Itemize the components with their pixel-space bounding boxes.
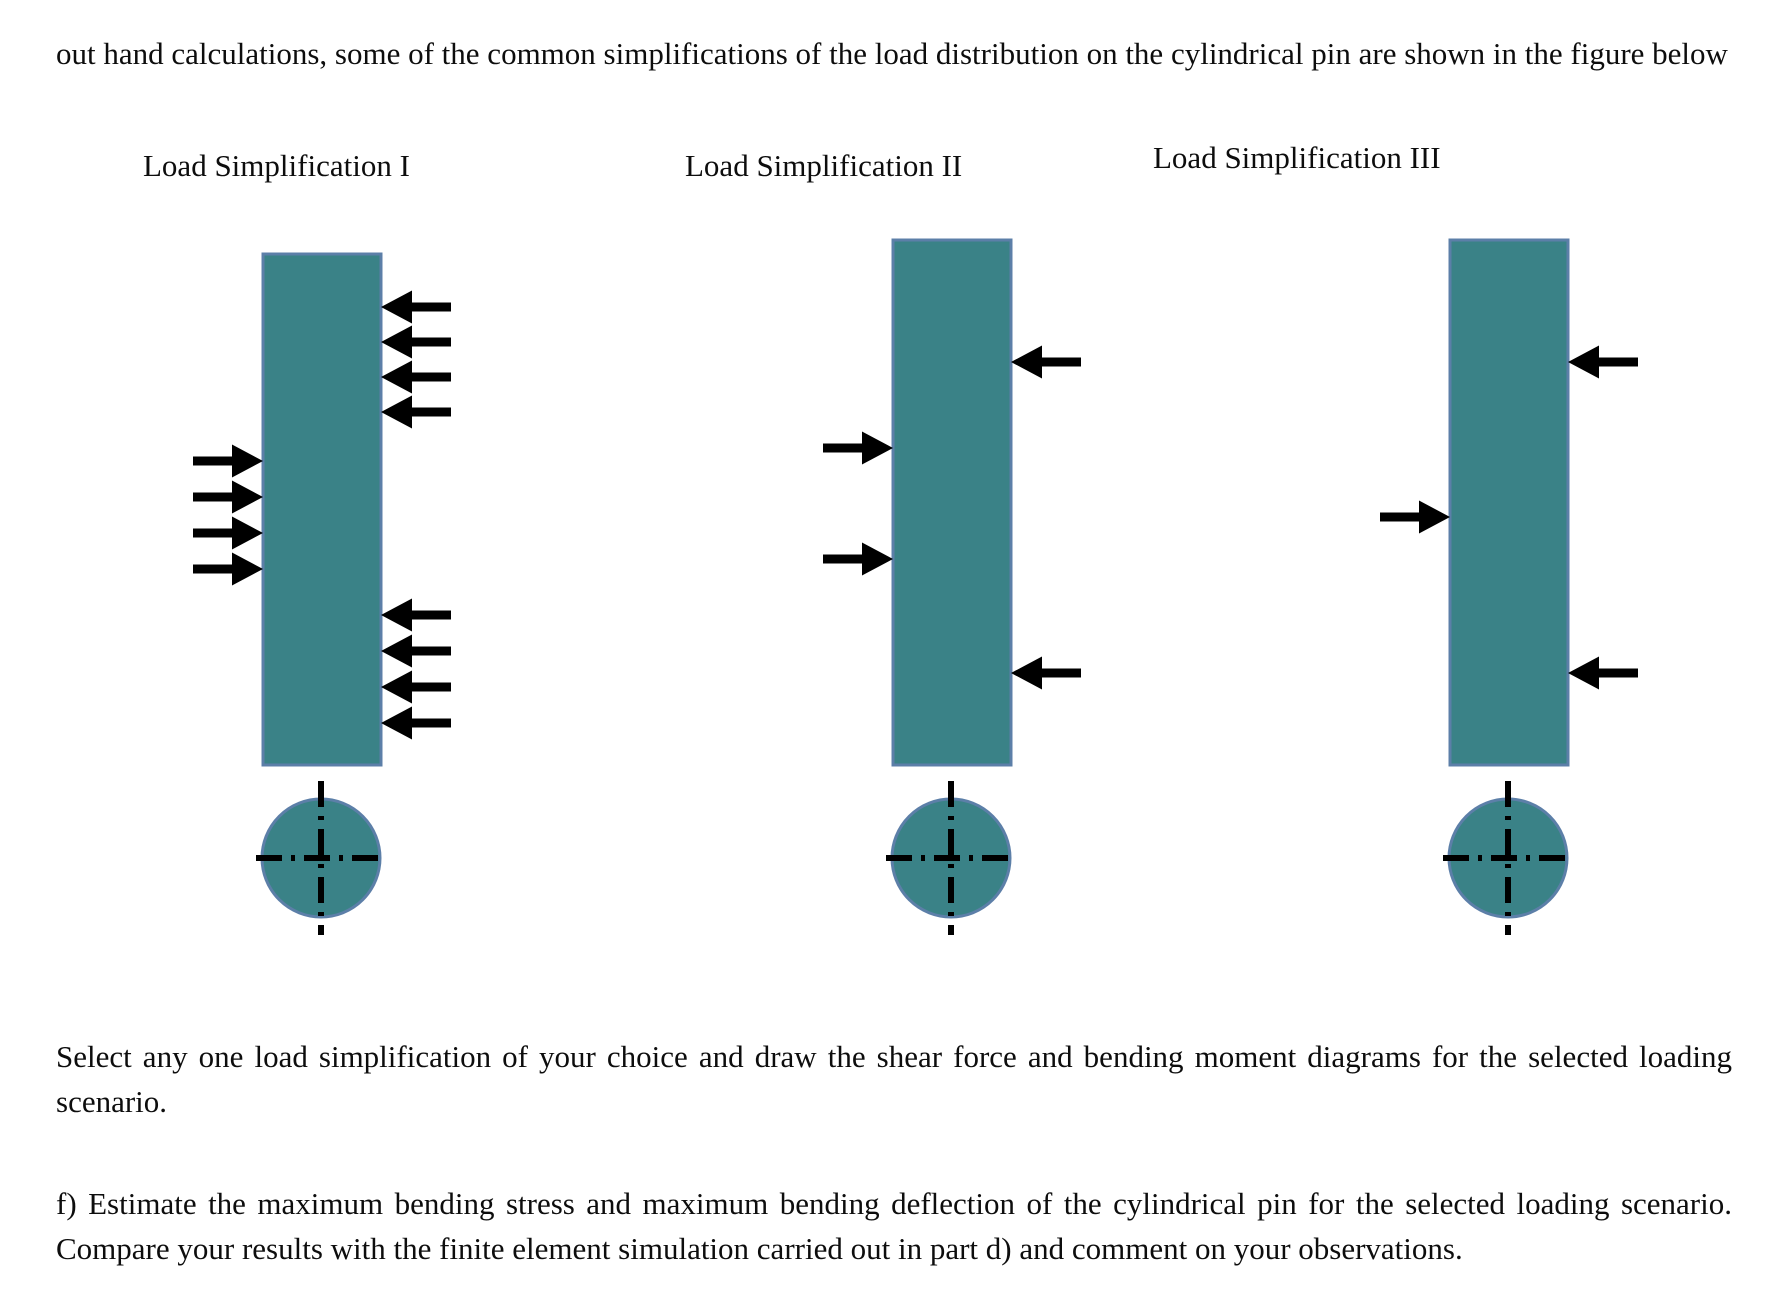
load-arrow-right-1-7 — [381, 670, 451, 704]
load-simplification-1 — [193, 252, 451, 935]
load-arrow-right-1-6 — [381, 634, 451, 668]
load-arrow-left-3-1 — [1380, 500, 1450, 534]
select-simplification-paragraph: Select any one load simplification of yo… — [56, 1039, 1732, 1119]
load-arrow-right-3-1 — [1568, 345, 1638, 379]
load-arrow-left-1-1 — [193, 444, 263, 478]
diagram-label-load-simplification-3: Load Simplification III — [1153, 140, 1441, 175]
load-arrow-right-2-2 — [1011, 656, 1081, 690]
load-arrow-left-1-3 — [193, 516, 263, 550]
centerline-group-2 — [886, 781, 1016, 935]
plate-rect-1 — [261, 252, 383, 767]
load-arrow-right-1-5 — [381, 598, 451, 632]
estimate-bending-paragraph: f) Estimate the maximum bending stress a… — [56, 1186, 1732, 1266]
intro-paragraph: out hand calculations, some of the commo… — [56, 36, 1728, 71]
load-simplification-2 — [823, 238, 1081, 935]
load-arrow-right-1-8 — [381, 706, 451, 740]
diagram-label-load-simplification-1: Load Simplification I — [143, 148, 410, 183]
load-arrow-right-2-1 — [1011, 345, 1081, 379]
diagram-label-load-simplification-2: Load Simplification II — [685, 148, 963, 183]
load-arrow-right-1-1 — [381, 290, 451, 324]
plate-rect-3 — [1448, 238, 1570, 767]
plate-rect-2 — [891, 238, 1013, 767]
load-arrow-left-2-2 — [823, 542, 893, 576]
load-simplification-3 — [1380, 238, 1638, 935]
load-arrow-left-1-2 — [193, 480, 263, 514]
load-arrow-left-1-4 — [193, 552, 263, 586]
centerline-group-3 — [1443, 781, 1573, 935]
pin-circle-3 — [1447, 797, 1569, 919]
load-arrow-right-1-3 — [381, 360, 451, 394]
load-arrow-right-1-2 — [381, 325, 451, 359]
pin-circle-2 — [890, 797, 1012, 919]
pin-circle-1 — [260, 797, 382, 919]
load-arrow-left-2-1 — [823, 431, 893, 465]
centerline-group-1 — [256, 781, 386, 935]
load-arrow-right-3-2 — [1568, 656, 1638, 690]
load-arrow-right-1-4 — [381, 395, 451, 429]
